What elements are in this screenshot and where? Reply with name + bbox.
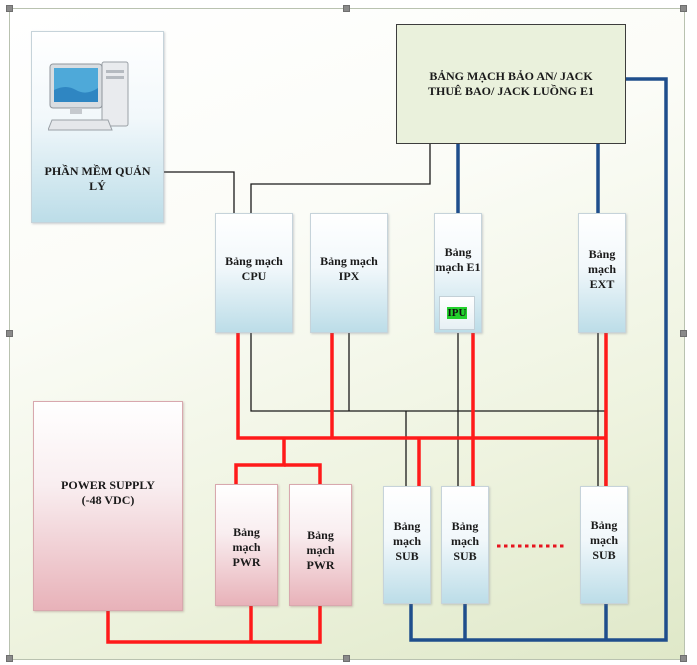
- sub-board-box-2: Bảng mạch SUB: [441, 486, 489, 604]
- computer-icon: [48, 61, 129, 131]
- control-line-software-cpu: [164, 171, 235, 213]
- sub-board-box-3: Bảng mạch SUB: [580, 486, 628, 604]
- trunk-loop: [409, 77, 668, 642]
- ipx-board-box: Bảng mạch IPX: [310, 213, 388, 333]
- pwr-board-label-1: Bảng mạch PWR: [232, 525, 261, 569]
- resize-handle-top[interactable]: [343, 5, 350, 12]
- top-board-box: BẢNG MẠCH BẢO AN/ JACK THUÊ BAO/ JACK LU…: [396, 24, 626, 144]
- sub-board-label-3: Bảng mạch SUB: [590, 518, 618, 562]
- ipx-board-label: Bảng mạch IPX: [320, 254, 378, 283]
- pwr-board-label-2: Bảng mạch PWR: [306, 528, 335, 572]
- power-line-pwr2: [284, 463, 322, 486]
- resize-handle-left[interactable]: [6, 330, 13, 337]
- power-bus: [236, 333, 606, 440]
- ext-board-label: Bảng mạch EXT: [588, 247, 616, 291]
- e1-board-label: Bảng mạch E1: [435, 245, 481, 274]
- resize-handle-top-right[interactable]: [680, 5, 687, 12]
- control-line-cpu-topboard: [250, 143, 431, 213]
- pwr-board-box-1: Bảng mạch PWR: [215, 484, 278, 606]
- top-board-label: BẢNG MẠCH BẢO AN/ JACK THUÊ BAO/ JACK LU…: [427, 69, 595, 98]
- resize-handle-top-left[interactable]: [6, 5, 13, 12]
- power-supply-box: POWER SUPPLY (-48 VDC): [33, 401, 183, 611]
- power-line-pwr-split: [234, 438, 286, 486]
- resize-handle-bottom-left[interactable]: [6, 655, 13, 662]
- resize-handle-right[interactable]: [680, 330, 687, 337]
- sub-board-label-2: Bảng mạch SUB: [451, 519, 479, 563]
- power-line-supply: [106, 606, 322, 644]
- management-software-label: PHẦN MỀM QUẢN LÝ: [44, 164, 151, 193]
- resize-handle-bottom-right[interactable]: [680, 655, 687, 662]
- sub-board-box-1: Bảng mạch SUB: [383, 486, 431, 604]
- ipu-module: IPU: [439, 296, 475, 330]
- cpu-board-box: Bảng mạch CPU: [215, 213, 293, 333]
- resize-handle-bottom[interactable]: [343, 655, 350, 662]
- power-lines: [106, 330, 608, 644]
- sub-board-label-1: Bảng mạch SUB: [393, 519, 421, 563]
- trunk-lines: [409, 77, 668, 642]
- pwr-board-box-2: Bảng mạch PWR: [289, 484, 352, 606]
- ipu-label: IPU: [446, 307, 468, 319]
- ext-board-box: Bảng mạch EXT: [578, 213, 626, 333]
- management-software-box: PHẦN MỀM QUẢN LÝ: [31, 31, 164, 223]
- power-supply-label: POWER SUPPLY (-48 VDC): [61, 478, 155, 507]
- cpu-board-label: Bảng mạch CPU: [225, 254, 283, 283]
